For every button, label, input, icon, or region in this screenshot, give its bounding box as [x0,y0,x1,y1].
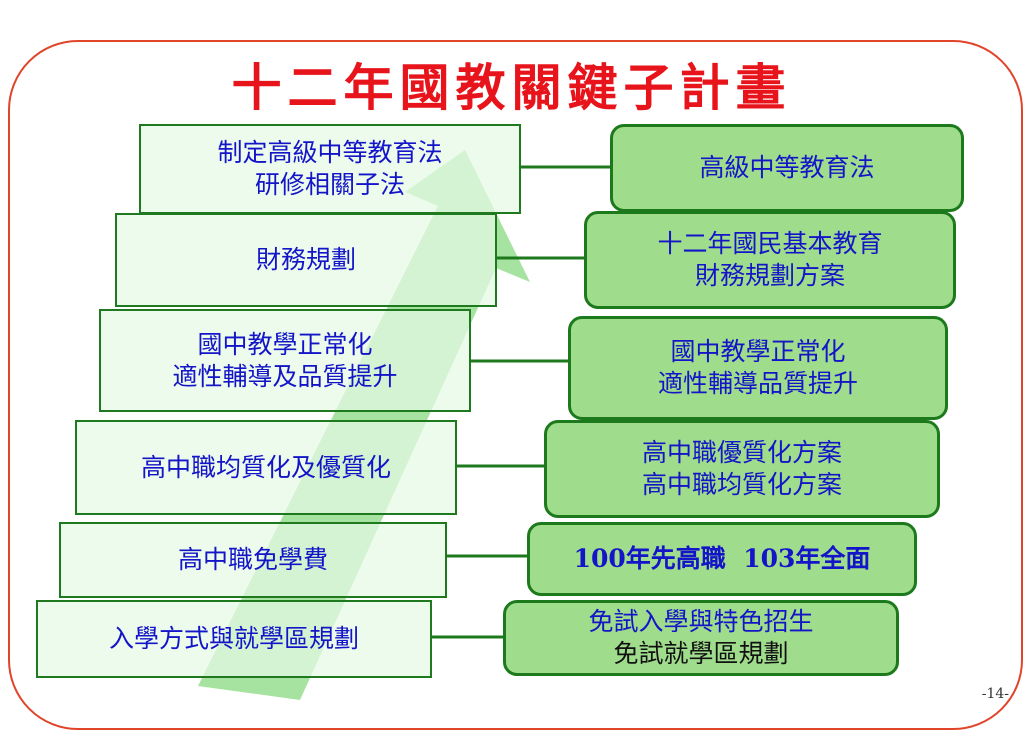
right-box-3: 國中教學正常化 適性輔導品質提升 [568,316,948,420]
right-box-6-line-2: 免試就學區規劃 [613,639,789,668]
right-box-6: 免試入學與特色招生 免試就學區規劃 [503,600,899,676]
left-box-1: 制定高級中等教育法 研修相關子法 [139,124,521,214]
left-box-4: 高中職均質化及優質化 [75,420,457,515]
right-box-1-line-1: 高級中等教育法 [699,153,875,182]
right-box-4-line-1: 高中職優質化方案 [641,438,842,467]
left-box-3: 國中教學正常化 適性輔導及品質提升 [99,309,471,412]
left-box-6-line-1: 入學方式與就學區規劃 [108,624,359,653]
page-number: -14- [981,686,1009,702]
left-box-4-line-1: 高中職均質化及優質化 [140,452,391,482]
right-box-1: 高級中等教育法 [610,124,964,212]
left-box-3-line-1: 國中教學正常化 [197,329,373,359]
left-box-5-line-1: 高中職免學費 [177,545,328,574]
right-box-4: 高中職優質化方案 高中職均質化方案 [544,420,940,518]
left-box-3-line-2: 適性輔導及品質提升 [172,361,398,391]
left-box-1-line-1: 制定高級中等教育法 [217,138,443,167]
right-box-2: 十二年國民基本教育 財務規劃方案 [584,211,956,309]
left-box-1-line-2: 研修相關子法 [254,170,405,199]
right-box-2-line-1: 十二年國民基本教育 [657,229,883,258]
right-box-3-line-2: 適性輔導品質提升 [657,369,858,398]
right-box-4-line-2: 高中職均質化方案 [641,470,842,499]
right-box-2-line-2: 財務規劃方案 [694,261,845,290]
page-title: 十二年國教關鍵子計畫 [231,58,792,117]
left-box-2-line-1: 財務規劃 [255,245,356,274]
right-box-6-line-1: 免試入學與特色招生 [588,607,814,636]
left-box-5: 高中職免學費 [59,522,447,598]
right-box-5-line-1: 100年先高職 103年全面 [573,544,871,573]
left-box-2: 財務規劃 [115,213,497,307]
right-box-3-line-1: 國中教學正常化 [670,337,846,366]
right-box-5: 100年先高職 103年全面 [527,522,917,596]
left-box-6: 入學方式與就學區規劃 [36,600,432,678]
